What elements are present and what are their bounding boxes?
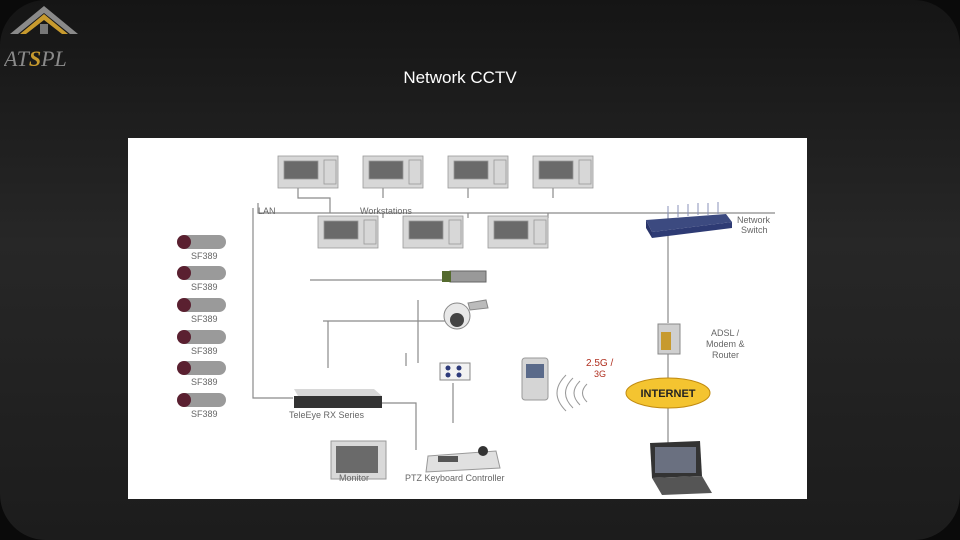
network-diagram: LAN Workstations bbox=[128, 138, 807, 499]
camera-label: SF389 bbox=[191, 251, 218, 261]
lan-label: LAN bbox=[258, 206, 276, 216]
camera-label: SF389 bbox=[191, 346, 218, 356]
monitor bbox=[330, 440, 387, 480]
slide-title: Network CCTV bbox=[403, 68, 517, 87]
svg-text:ATSPL: ATSPL bbox=[4, 46, 67, 70]
camera bbox=[177, 393, 226, 407]
ptz-label: PTZ Keyboard Controller bbox=[405, 473, 505, 483]
laptop bbox=[650, 441, 712, 495]
camera-label: SF389 bbox=[191, 409, 218, 419]
camera bbox=[177, 298, 226, 312]
connection-lines bbox=[252, 186, 775, 450]
adsl-label-1: ADSL / bbox=[711, 328, 740, 338]
camera-labels: SF389 SF389 SF389 SF389 SF389 SF389 bbox=[191, 251, 218, 419]
camera-label: SF389 bbox=[191, 377, 218, 387]
internet-cloud bbox=[625, 377, 711, 409]
ptz-dome-camera bbox=[443, 299, 489, 330]
mobile-label-2: 3G bbox=[594, 369, 606, 379]
recorder-label: TeleEye RX Series bbox=[289, 410, 365, 420]
camera bbox=[177, 330, 226, 344]
teleeye-recorder bbox=[294, 389, 382, 408]
ptz-keyboard bbox=[425, 446, 501, 473]
adsl-label-2: Modem & bbox=[706, 339, 745, 349]
mobile-label-1: 2.5G / bbox=[586, 358, 613, 369]
wireless-signal bbox=[556, 374, 588, 412]
switch-label-2: Switch bbox=[741, 225, 768, 235]
monitor-label: Monitor bbox=[339, 473, 369, 483]
network-switch bbox=[646, 202, 732, 238]
camera bbox=[177, 361, 226, 375]
workstation-group-bottom bbox=[317, 215, 549, 249]
mobile-phone bbox=[521, 357, 549, 401]
camera bbox=[177, 266, 226, 280]
workstations-label: Workstations bbox=[360, 206, 412, 216]
camera-label: SF389 bbox=[191, 282, 218, 292]
switch-label-1: Network bbox=[737, 215, 771, 225]
video-junction-box bbox=[439, 362, 471, 381]
internet-label: INTERNET bbox=[641, 388, 696, 400]
box-camera bbox=[442, 270, 487, 283]
camera-label: SF389 bbox=[191, 314, 218, 324]
atspl-logo: ATSPL bbox=[4, 6, 78, 70]
camera bbox=[177, 235, 226, 249]
adsl-label-3: Router bbox=[712, 350, 739, 360]
camera-column bbox=[177, 235, 226, 407]
workstation-group-top bbox=[277, 155, 594, 189]
adsl-modem bbox=[657, 323, 681, 355]
